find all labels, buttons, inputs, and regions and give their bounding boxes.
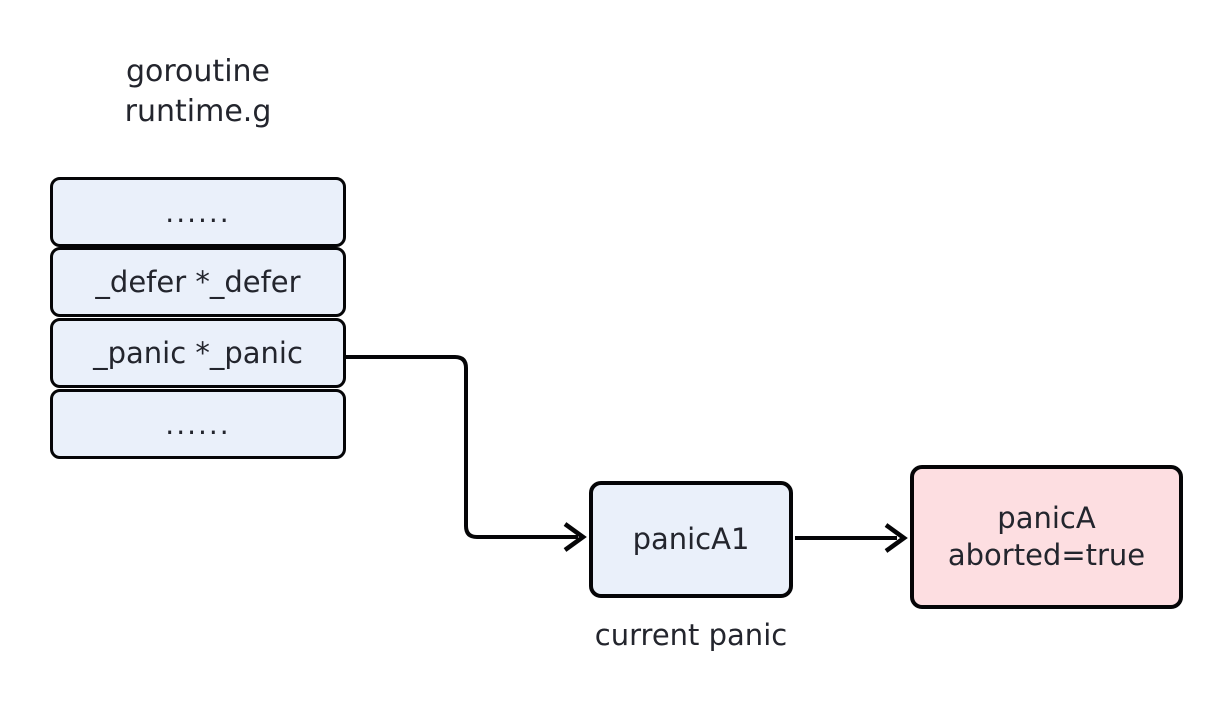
goroutine-struct-title: goroutine runtime.g [124, 54, 272, 129]
stack-row-label: _defer *_defer [95, 265, 301, 299]
stack-row-defer: _defer *_defer [50, 247, 346, 317]
stack-row-ellipsis-top: ...... [50, 177, 346, 247]
node-panicA1-label: panicA1 [632, 521, 750, 556]
node-panicA-label: panicA [997, 500, 1096, 535]
arrowhead-to-panicA1 [563, 522, 587, 552]
arrowhead-to-panicA [884, 523, 908, 553]
goroutine-field-stack: ...... _defer *_defer _panic *_panic ...… [50, 177, 346, 459]
node-panicA-aborted-flag: aborted=true [947, 538, 1146, 572]
ellipsis-label: ...... [165, 407, 231, 441]
node-panicA1: panicA1 [589, 481, 793, 598]
caption-current-panic: current panic [594, 618, 788, 652]
edge-panic-field-to-panicA1 [346, 355, 578, 539]
stack-row-panic: _panic *_panic [50, 318, 346, 388]
ellipsis-label: ...... [165, 195, 231, 229]
stack-row-label: _panic *_panic [93, 336, 303, 370]
stack-row-ellipsis-bottom: ...... [50, 389, 346, 459]
node-panicA: panicA aborted=true [910, 465, 1183, 609]
